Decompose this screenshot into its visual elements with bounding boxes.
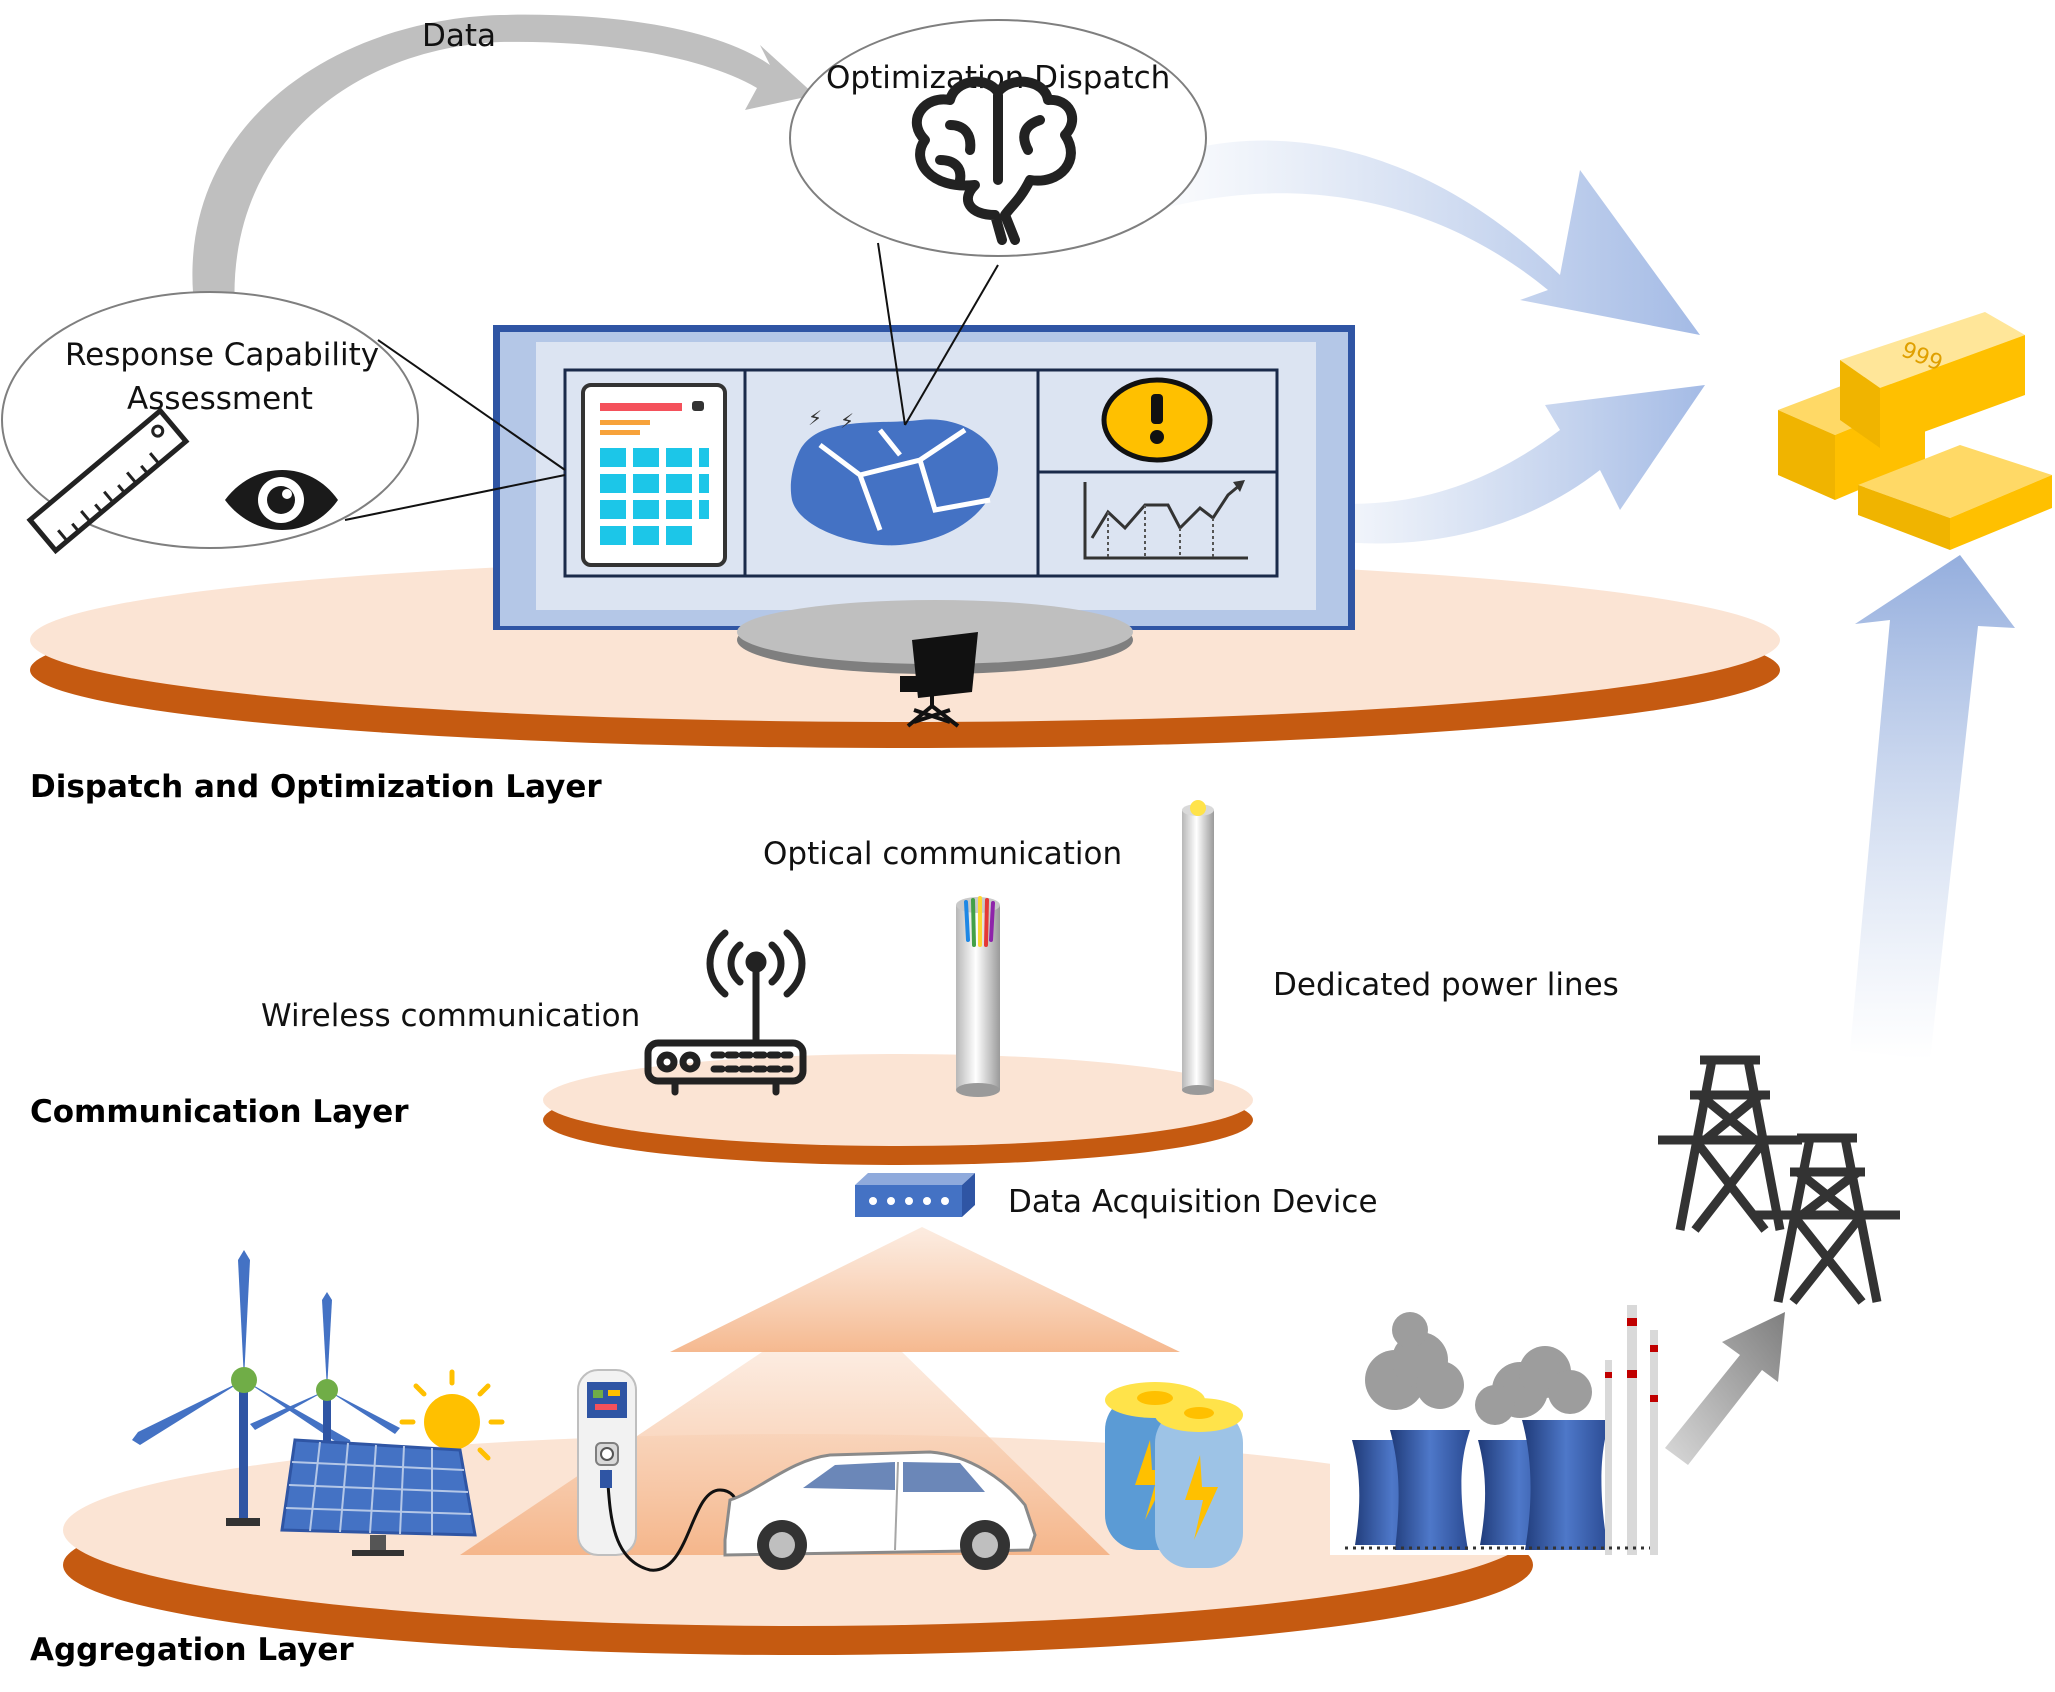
power-cable-icon xyxy=(1182,800,1214,1095)
fiber-cable-icon xyxy=(956,896,1000,1097)
transmission-tower-icon xyxy=(1658,1055,1900,1305)
communication-platform xyxy=(543,1054,1253,1165)
chair-icon xyxy=(900,632,978,728)
svg-text:⚡: ⚡ xyxy=(808,406,822,430)
line-chart-icon xyxy=(1083,480,1248,560)
desk xyxy=(737,600,1133,674)
optical-communication-label: Optical communication xyxy=(763,836,1122,872)
value-flow-arrow-mid xyxy=(1270,385,1705,544)
map-icon: ⚡ ⚡ xyxy=(790,406,999,546)
response-capability-label-line1: Response Capability xyxy=(65,337,379,373)
dispatch-layer-label: Dispatch and Optimization Layer xyxy=(30,769,602,805)
communication-layer-label: Communication Layer xyxy=(30,1094,409,1130)
eye-icon xyxy=(225,470,338,530)
svg-text:⚡: ⚡ xyxy=(840,409,854,433)
grid-export-arrow xyxy=(1665,1312,1785,1465)
power-plant-icon xyxy=(1330,1295,1660,1555)
value-flow-arrow-top xyxy=(1130,140,1700,335)
callout-lines xyxy=(344,242,999,521)
brain-icon xyxy=(911,76,1078,245)
data-flow-arrow xyxy=(192,14,815,313)
dedicated-power-lines-label: Dedicated power lines xyxy=(1273,967,1619,1003)
router-icon xyxy=(644,929,807,1096)
wind-turbine-icon xyxy=(132,1250,400,1526)
solar-panel-icon xyxy=(280,1438,477,1556)
data-acquisition-device-label: Data Acquisition Device xyxy=(1008,1184,1378,1220)
battery-icon xyxy=(1105,1382,1243,1568)
daq-device-icon xyxy=(855,1173,975,1217)
dashboard-icon xyxy=(581,383,727,567)
warning-icon xyxy=(1101,377,1213,463)
electric-car-icon xyxy=(723,1450,1037,1570)
ruler-icon xyxy=(26,407,190,555)
data-label: Data xyxy=(422,18,496,54)
gold-bars-icon: 999 xyxy=(1778,312,2052,550)
response-capability-label-line2: Assessment xyxy=(127,381,313,417)
aggregation-layer-label: Aggregation Layer xyxy=(30,1632,354,1668)
wireless-communication-label: Wireless communication xyxy=(261,998,640,1034)
charging-station-icon xyxy=(577,1369,747,1572)
value-flow-arrow-up xyxy=(1850,555,2015,1060)
